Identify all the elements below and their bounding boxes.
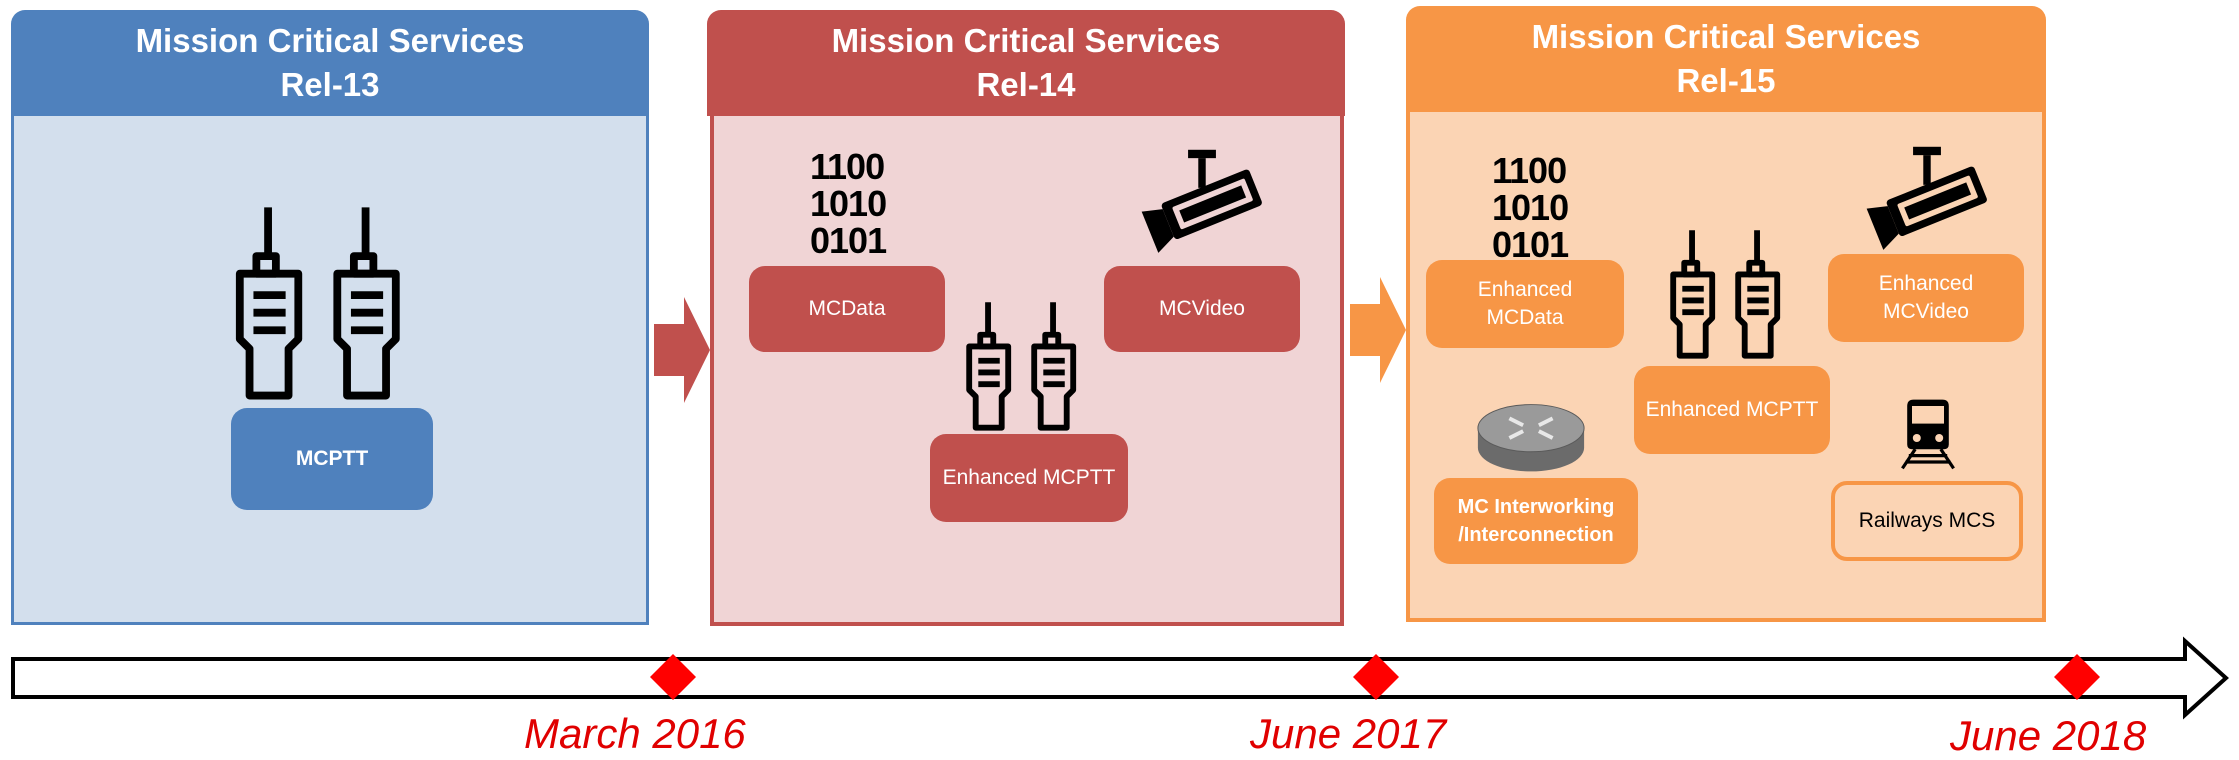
walkie-talkie-icon <box>1670 230 1781 359</box>
railways-mcs-button[interactable]: Railways MCS <box>1831 481 2023 561</box>
milestone-diamond <box>1353 654 1399 700</box>
enhanced-mcdata-button[interactable]: Enhanced MCData <box>1426 260 1624 348</box>
enhanced-mcdata-label-line1: Enhanced <box>1477 278 1573 301</box>
mcvideo-label: MCVideo <box>1159 297 1245 320</box>
binary-data-icon: 1100 1010 0101 <box>1492 150 1569 265</box>
milestone-date: June 2017 <box>1250 710 1447 757</box>
rel13-release: Rel-13 <box>280 66 380 103</box>
mc-interworking-button[interactable]: MC Interworking /Interconnection <box>1434 478 1638 564</box>
railways-mcs-label: Railways MCS <box>1858 509 1996 532</box>
enhanced-mcvideo-label-line2: MCVideo <box>1883 300 1969 323</box>
mc-interworking-label-line2: /Interconnection <box>1458 524 1614 546</box>
binary-line: 1100 <box>810 146 885 187</box>
rel15-header: Mission Critical Services Rel-15 <box>1406 6 2046 112</box>
train-icon <box>1901 399 1955 470</box>
enhanced-mcdata-label-line2: MCData <box>1486 306 1564 329</box>
walkie-talkie-icon <box>966 302 1077 431</box>
enhanced-mcptt-button[interactable]: Enhanced MCPTT <box>930 434 1128 522</box>
arrow-right-icon <box>1350 277 1406 383</box>
rel14-title: Mission Critical Services <box>831 22 1221 59</box>
router-icon <box>1477 404 1585 472</box>
rel13-header: Mission Critical Services Rel-13 <box>11 10 649 116</box>
enhanced-mcvideo-button[interactable]: Enhanced MCVideo <box>1828 254 2024 342</box>
rel15-title: Mission Critical Services <box>1531 18 1921 55</box>
timeline-arrow <box>11 636 2229 720</box>
security-camera-icon <box>1141 149 1262 253</box>
walkie-talkie-icon <box>235 207 400 400</box>
binary-line: 0101 <box>1492 224 1569 265</box>
security-camera-icon <box>1866 146 1987 250</box>
mcdata-label: MCData <box>808 297 886 320</box>
enhanced-mcptt-label: Enhanced MCPTT <box>942 466 1116 489</box>
binary-line: 1010 <box>1492 187 1569 228</box>
binary-data-icon: 1100 1010 0101 <box>810 146 887 261</box>
mcdata-button[interactable]: MCData <box>749 266 945 352</box>
mcptt-label: MCPTT <box>295 447 369 470</box>
binary-line: 1100 <box>1492 150 1567 191</box>
enhanced-mcptt-button[interactable]: Enhanced MCPTT <box>1634 366 1830 454</box>
mcptt-button[interactable]: MCPTT <box>231 408 433 510</box>
milestone-diamond <box>650 654 696 700</box>
arrow-right-icon <box>654 297 710 403</box>
rel13-title: Mission Critical Services <box>135 22 525 59</box>
mcvideo-button[interactable]: MCVideo <box>1104 266 1300 352</box>
rel14-release: Rel-14 <box>976 66 1076 103</box>
rel13-panel <box>11 116 649 625</box>
binary-line: 0101 <box>810 220 887 261</box>
milestone-diamond <box>2054 654 2100 700</box>
mc-interworking-label-line1: MC Interworking <box>1457 496 1615 518</box>
enhanced-mcptt-label: Enhanced MCPTT <box>1645 398 1819 421</box>
milestone-date: March 2016 <box>524 710 746 757</box>
enhanced-mcvideo-label-line1: Enhanced <box>1878 272 1974 295</box>
rel15-release: Rel-15 <box>1676 62 1776 99</box>
binary-line: 1010 <box>810 183 887 224</box>
milestone-date: June 2018 <box>1950 712 2147 759</box>
rel14-header: Mission Critical Services Rel-14 <box>707 10 1345 116</box>
